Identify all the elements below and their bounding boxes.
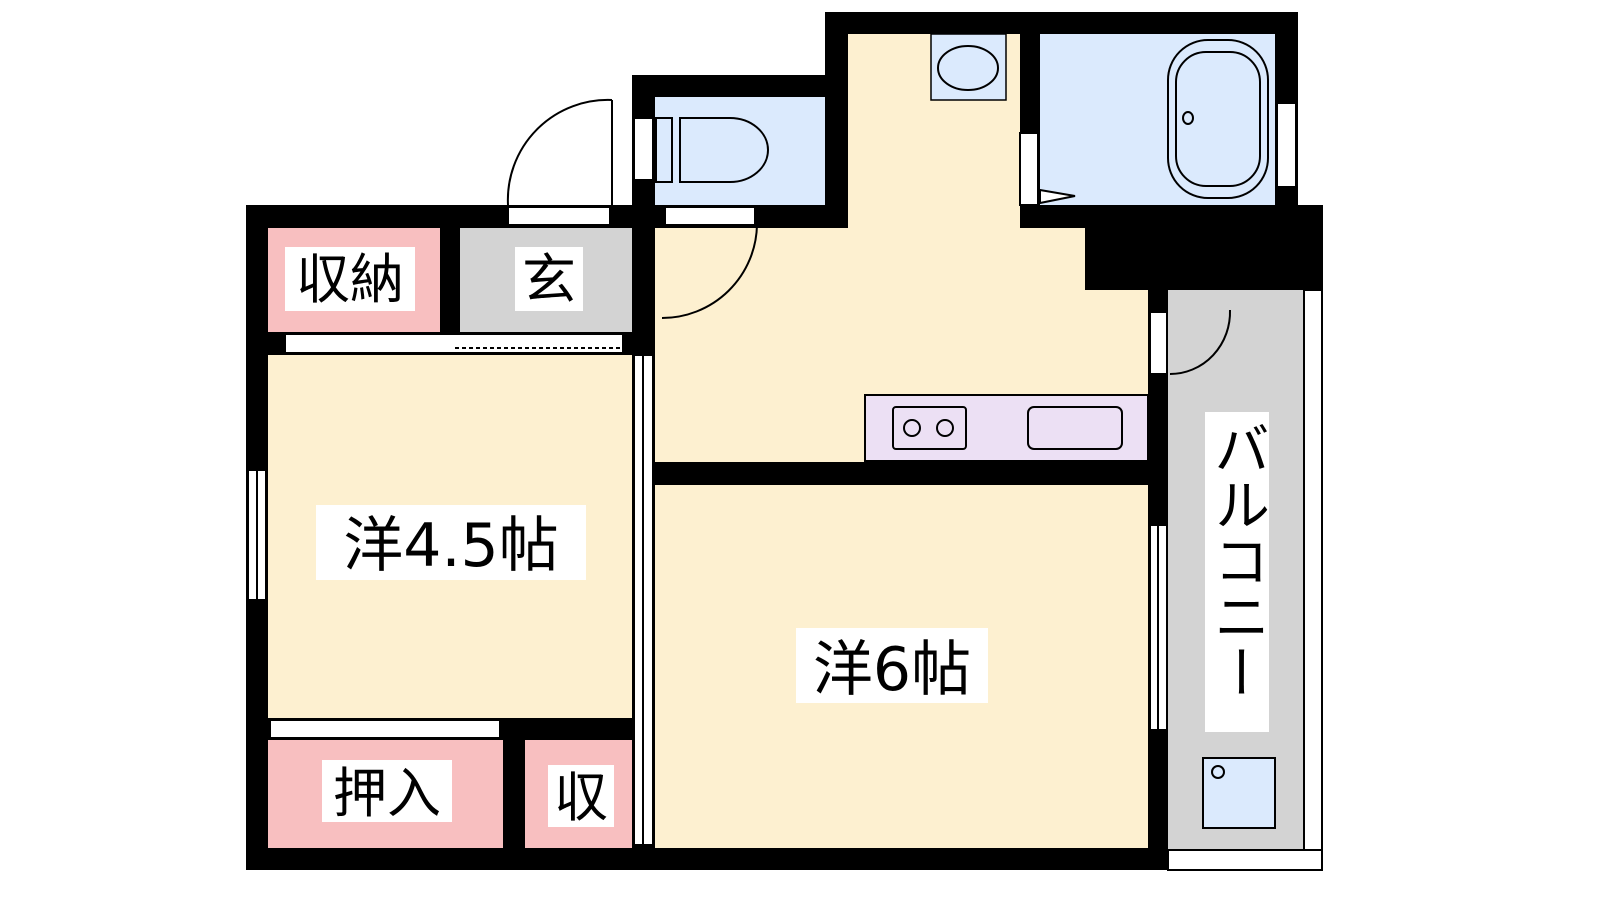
- balcony-rail: [1303, 289, 1323, 871]
- washbasin-icon: [930, 33, 1007, 101]
- label-western-large: 洋6帖: [813, 635, 971, 705]
- label-entrance: 玄: [522, 248, 576, 311]
- stove-icon: [892, 406, 967, 450]
- kitchen-counter: [864, 394, 1149, 462]
- label-closet: 押入: [333, 762, 441, 825]
- label-western-small: 洋4.5帖: [343, 511, 558, 581]
- label-balcony: バルコニー: [1205, 420, 1270, 700]
- door-swings: [506, 98, 1232, 375]
- kitchen-sink-icon: [1027, 406, 1123, 450]
- toilet-icon: [655, 117, 769, 183]
- bathroom: [1040, 34, 1275, 205]
- washer-space-icon: [1202, 757, 1276, 829]
- bathtub-icon: [1167, 39, 1269, 199]
- label-storage-small: 収: [554, 766, 608, 829]
- sliding-doors: [247, 102, 1297, 846]
- label-storage-top: 収納: [296, 248, 404, 311]
